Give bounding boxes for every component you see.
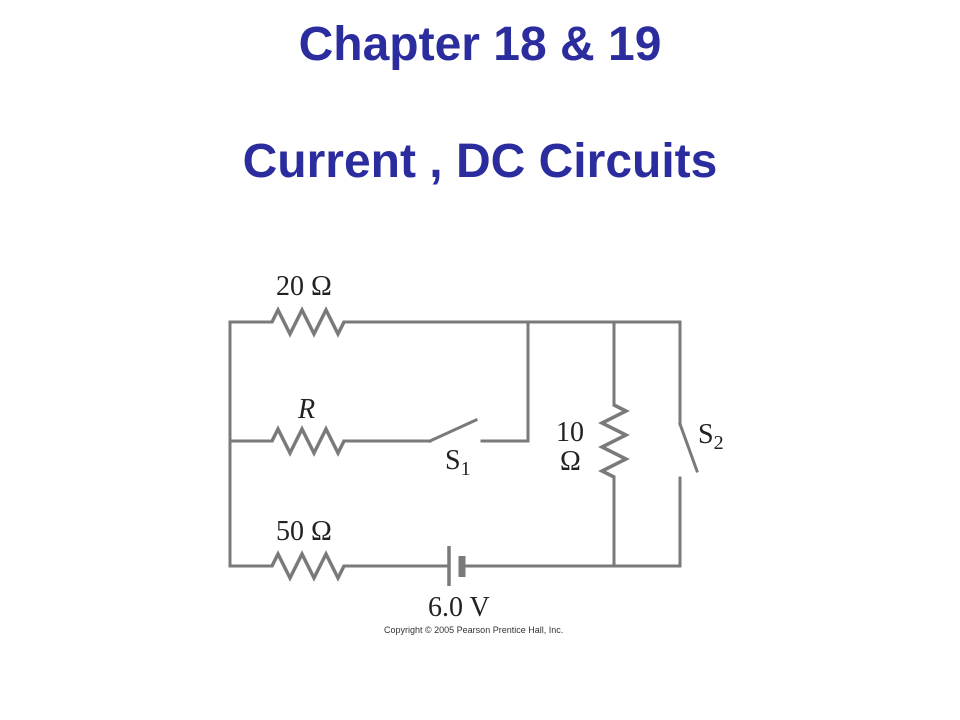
resistor-20-ohm xyxy=(270,306,346,338)
s2-subscript: 2 xyxy=(714,432,724,454)
slide-subtitle: Current , DC Circuits xyxy=(242,135,718,188)
slide-title: Chapter 18 & 19 xyxy=(298,18,662,71)
resistor-r xyxy=(270,425,346,457)
s2-letter: S xyxy=(698,419,714,450)
s1-letter: S xyxy=(445,445,461,476)
s1-subscript: 1 xyxy=(461,458,471,480)
label-battery-voltage: 6.0 V xyxy=(428,592,490,623)
switch-s1-blade xyxy=(428,418,478,443)
switch-s2-blade xyxy=(678,422,699,473)
label-50-ohm: 50 Ω xyxy=(276,516,332,547)
label-switch-s2: S2 xyxy=(698,419,724,454)
resistor-10-ohm xyxy=(598,403,630,479)
copyright-notice: Copyright © 2005 Pearson Prentice Hall, … xyxy=(384,625,563,635)
label-20-ohm: 20 Ω xyxy=(276,271,332,302)
label-switch-s1: S1 xyxy=(445,445,471,480)
label-10-unit: Ω xyxy=(560,446,581,477)
label-r: R xyxy=(297,394,315,425)
resistor-50-ohm xyxy=(270,550,346,582)
label-10-number: 10 xyxy=(556,417,584,448)
